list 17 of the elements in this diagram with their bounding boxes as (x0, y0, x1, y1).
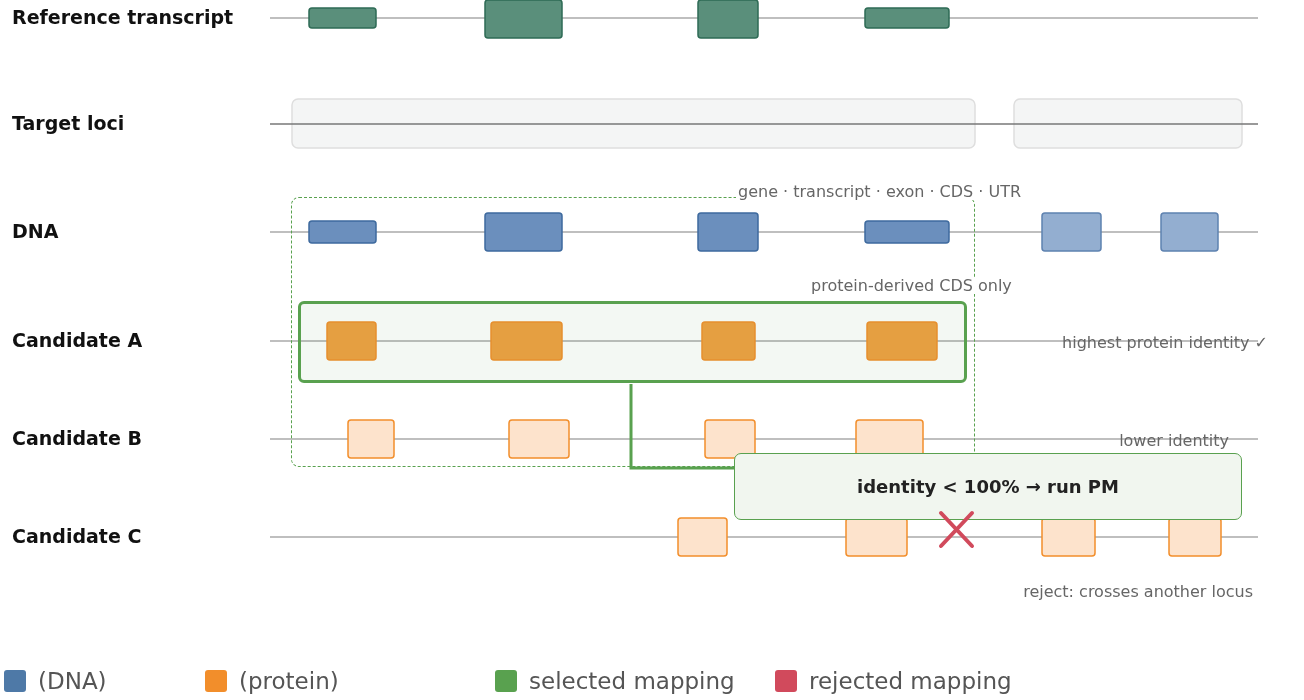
row-label: DNA (12, 222, 59, 241)
row-label: Candidate A (12, 331, 143, 350)
legend-text: rejected mapping (809, 670, 1012, 693)
row-label: Candidate C (12, 527, 142, 546)
legend-text: selected mapping (529, 670, 735, 693)
connector-line (629, 384, 734, 470)
note-box (734, 453, 1242, 520)
row-label: Target loci (12, 114, 125, 133)
row-label: Reference transcript (12, 8, 234, 27)
annotation-text: highest protein identity ✓ (1062, 335, 1268, 351)
legend-text: (protein) (239, 670, 339, 693)
row-label: Candidate B (12, 429, 142, 448)
annotation-text: reject: crosses another locus (1023, 584, 1253, 600)
note-text: identity < 100% → run PM (857, 476, 1119, 497)
region-caption: gene · transcript · exon · CDS · UTR (736, 184, 1024, 200)
region-caption: protein-derived CDS only (809, 278, 1014, 294)
legend-text: (DNA) (38, 670, 107, 693)
